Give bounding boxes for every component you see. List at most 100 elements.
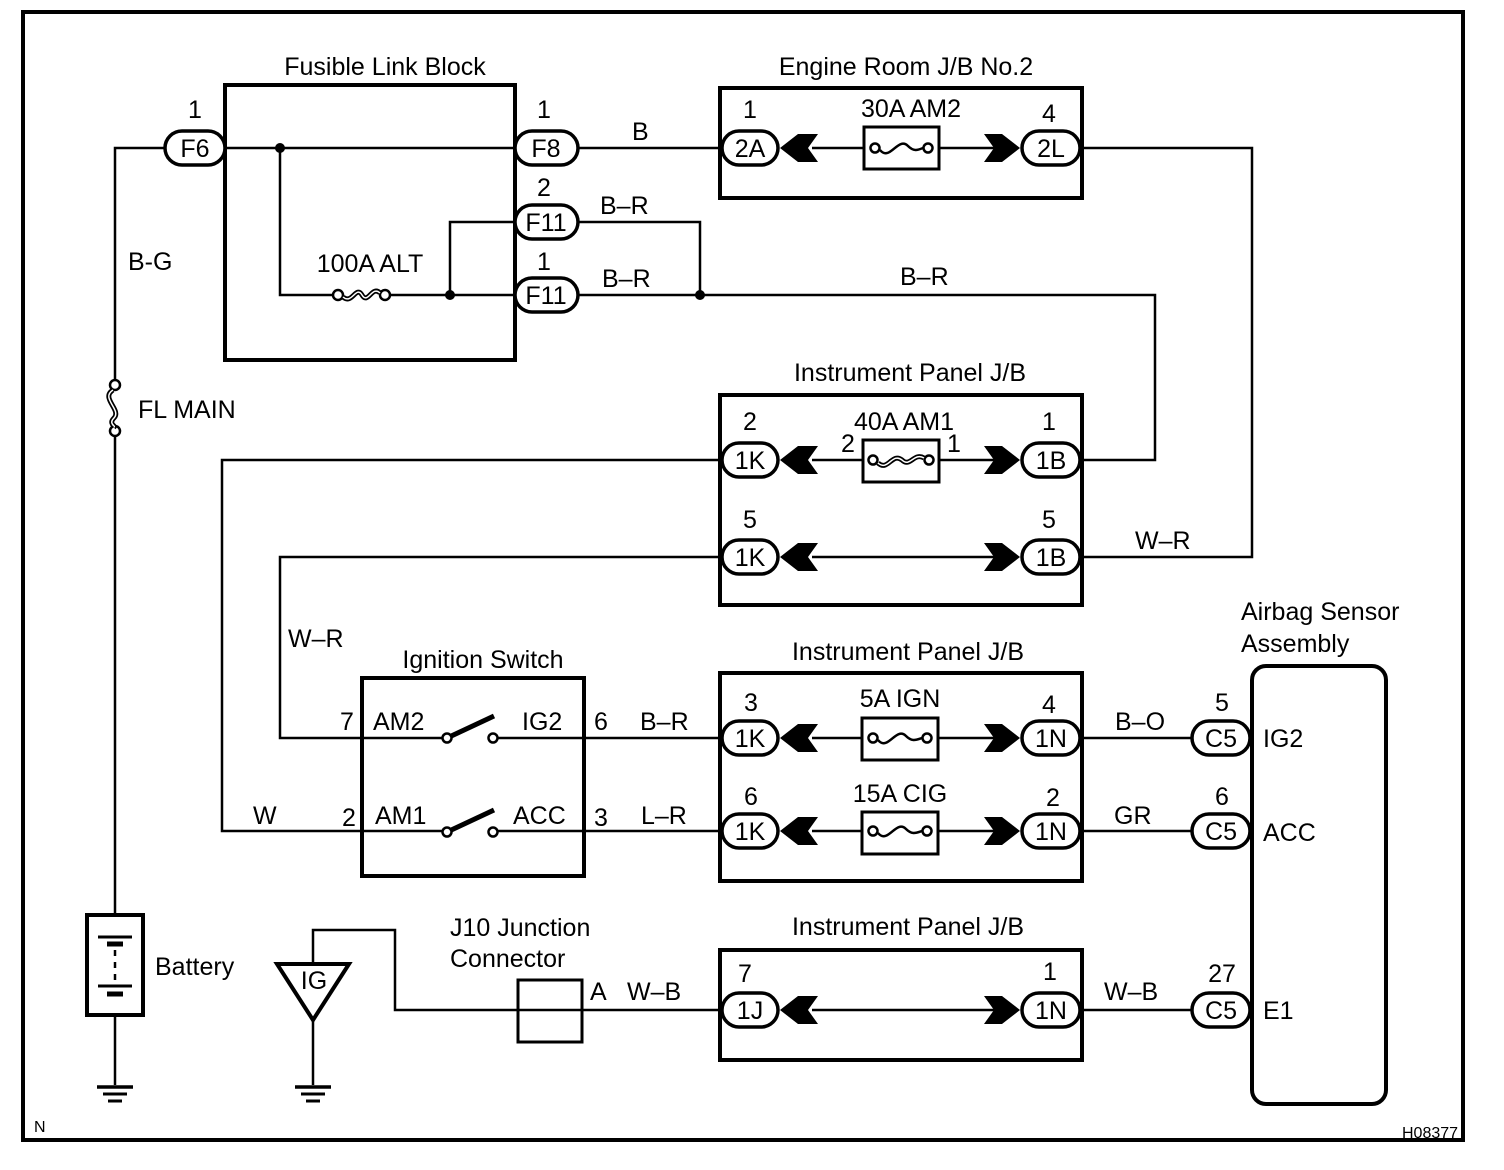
wire-color-label: B–R xyxy=(900,263,949,291)
fuse-label: 40A AM1 xyxy=(854,408,954,436)
connector-1k-pin6[interactable]: 1K 6 xyxy=(720,783,780,850)
pin-number: 2 xyxy=(743,408,757,436)
connector-f11-pin1[interactable]: F11 1 xyxy=(513,248,580,314)
wires xyxy=(113,146,1254,1085)
airbag-sensor-box xyxy=(1250,664,1388,1106)
fuse-label: 5A IGN xyxy=(860,685,941,713)
wire-color-label: B–R xyxy=(600,192,649,220)
connector-c5-pin6[interactable]: C5 6 xyxy=(1190,783,1252,850)
connector-f8[interactable]: F8 1 xyxy=(513,96,580,167)
wire-color-label: B–R xyxy=(640,708,689,736)
pin-number: 2 xyxy=(537,174,551,202)
switch-contact-icon xyxy=(441,807,499,838)
fl-main-label: FL MAIN xyxy=(138,396,236,424)
svg-text:F11: F11 xyxy=(525,282,566,310)
battery-icon xyxy=(98,935,132,997)
connector-1k-pin2[interactable]: 1K 2 xyxy=(720,408,780,479)
instrument-panel-jb-3-title: Instrument Panel J/B xyxy=(792,913,1024,941)
ignition-switch-title: Ignition Switch xyxy=(402,646,563,674)
svg-text:1K: 1K xyxy=(735,818,766,846)
airbag-sensor-assembly[interactable]: Airbag Sensor Assembly C5 5 IG2 C5 6 ACC… xyxy=(1190,598,1399,1106)
svg-text:C5: C5 xyxy=(1205,725,1237,753)
terminal-label: E1 xyxy=(1263,997,1294,1025)
j10-subtitle: Connector xyxy=(450,945,565,973)
pin-number: 6 xyxy=(1215,783,1229,811)
connector-arrow-right xyxy=(984,724,1020,752)
ignition-switch[interactable]: Ignition Switch 7 AM2 IG2 6 2 AM1 ACC 3 xyxy=(340,646,608,878)
connector-f11-pin2[interactable]: F11 2 xyxy=(513,174,580,241)
engine-room-jb[interactable]: Engine Room J/B No.2 30A AM2 2A 1 2L 4 xyxy=(718,53,1084,200)
wire-color-label: W–B xyxy=(627,978,681,1006)
connector-1n-pin4[interactable]: 1N 4 xyxy=(1020,691,1082,757)
fusible-link-block[interactable]: Fusible Link Block 100A ALT F6 1 F8 1 F1… xyxy=(163,53,580,362)
pin-number: 5 xyxy=(1042,506,1056,534)
svg-text:1J: 1J xyxy=(737,997,763,1025)
junction-dot xyxy=(275,143,285,153)
pin-number: 3 xyxy=(744,689,758,717)
wire-color-label: B–O xyxy=(1115,708,1165,736)
fusible-link-icon xyxy=(106,378,122,438)
connector-1b-pin5[interactable]: 1B 5 xyxy=(1020,506,1082,576)
fuse-pin-right: 1 xyxy=(947,430,961,458)
instrument-panel-jb-2[interactable]: Instrument Panel J/B 5A IGN 1K 3 1N 4 15… xyxy=(718,638,1084,883)
connector-1b-pin1[interactable]: 1B 1 xyxy=(1020,408,1082,479)
fuse-icon xyxy=(862,125,941,171)
connector-arrow-right xyxy=(984,543,1020,571)
pin-number: 4 xyxy=(1042,100,1056,128)
fuse-label: 30A AM2 xyxy=(861,95,961,123)
pin-number: 1 xyxy=(188,96,202,124)
airbag-sensor-subtitle: Assembly xyxy=(1241,630,1350,658)
svg-text:C5: C5 xyxy=(1205,818,1237,846)
wire-color-label: B-G xyxy=(128,248,172,276)
connector-c5-pin5[interactable]: C5 5 xyxy=(1190,689,1252,757)
pin-number: 1 xyxy=(537,96,551,124)
svg-text:1B: 1B xyxy=(1036,544,1067,572)
pin-number: 7 xyxy=(738,960,752,988)
wire-ig-j10 xyxy=(311,928,722,1012)
connector-arrow-left xyxy=(780,446,818,474)
junction-dot xyxy=(695,290,705,300)
j10-title: J10 Junction xyxy=(450,914,590,942)
connector-c5-pin27[interactable]: C5 27 xyxy=(1190,960,1252,1029)
wire-color-label: B xyxy=(632,118,649,146)
pin-number: 1 xyxy=(743,96,757,124)
pin-number: 1 xyxy=(1042,408,1056,436)
airbag-sensor-title: Airbag Sensor xyxy=(1241,598,1399,626)
battery-label: Battery xyxy=(155,953,235,981)
fl-main[interactable]: FL MAIN xyxy=(106,378,236,438)
j10-junction-connector[interactable]: J10 Junction Connector A xyxy=(450,914,607,1044)
connector-2a[interactable]: 2A 1 xyxy=(720,96,780,167)
switch-pin-in: 7 xyxy=(340,708,354,736)
fuse-label: 100A ALT xyxy=(317,250,424,278)
connector-1n-pin2[interactable]: 1N 2 xyxy=(1020,784,1082,850)
svg-text:F6: F6 xyxy=(180,135,209,163)
battery-box xyxy=(85,913,145,1017)
svg-text:1N: 1N xyxy=(1035,997,1067,1025)
instrument-panel-jb-3[interactable]: Instrument Panel J/B 1J 7 1N 1 xyxy=(718,913,1084,1062)
pin-number: 27 xyxy=(1208,960,1236,988)
pin-number: 1 xyxy=(1043,958,1057,986)
connector-1j-pin7[interactable]: 1J 7 xyxy=(720,960,780,1029)
j10-box xyxy=(516,978,584,1044)
ig-label: IG xyxy=(301,967,327,995)
diagram-code-left: N xyxy=(34,1119,46,1136)
junction-dot xyxy=(445,290,455,300)
connector-1k-pin3[interactable]: 1K 3 xyxy=(720,689,780,757)
wire-color-label: GR xyxy=(1114,802,1152,830)
pin-number: 6 xyxy=(744,783,758,811)
connector-1n-pin1[interactable]: 1N 1 xyxy=(1020,958,1082,1029)
wire-battery-f6 xyxy=(113,146,165,380)
j10-terminal: A xyxy=(590,978,607,1006)
instrument-panel-jb-1[interactable]: Instrument Panel J/B 40A AM1 2 1 1K 2 1B… xyxy=(718,359,1084,607)
connector-2l[interactable]: 2L 4 xyxy=(1020,100,1082,167)
wire-f11-1-to-1b xyxy=(578,293,1157,462)
pin-number: 5 xyxy=(1215,689,1229,717)
connector-f6[interactable]: F6 1 xyxy=(163,96,227,167)
connector-arrow-right xyxy=(984,446,1020,474)
svg-text:1N: 1N xyxy=(1035,818,1067,846)
battery[interactable]: Battery xyxy=(85,913,235,1017)
connector-1k-pin5[interactable]: 1K 5 xyxy=(720,506,780,576)
pin-number: 4 xyxy=(1042,691,1056,719)
ig-ground-point[interactable]: IG xyxy=(273,962,353,1024)
